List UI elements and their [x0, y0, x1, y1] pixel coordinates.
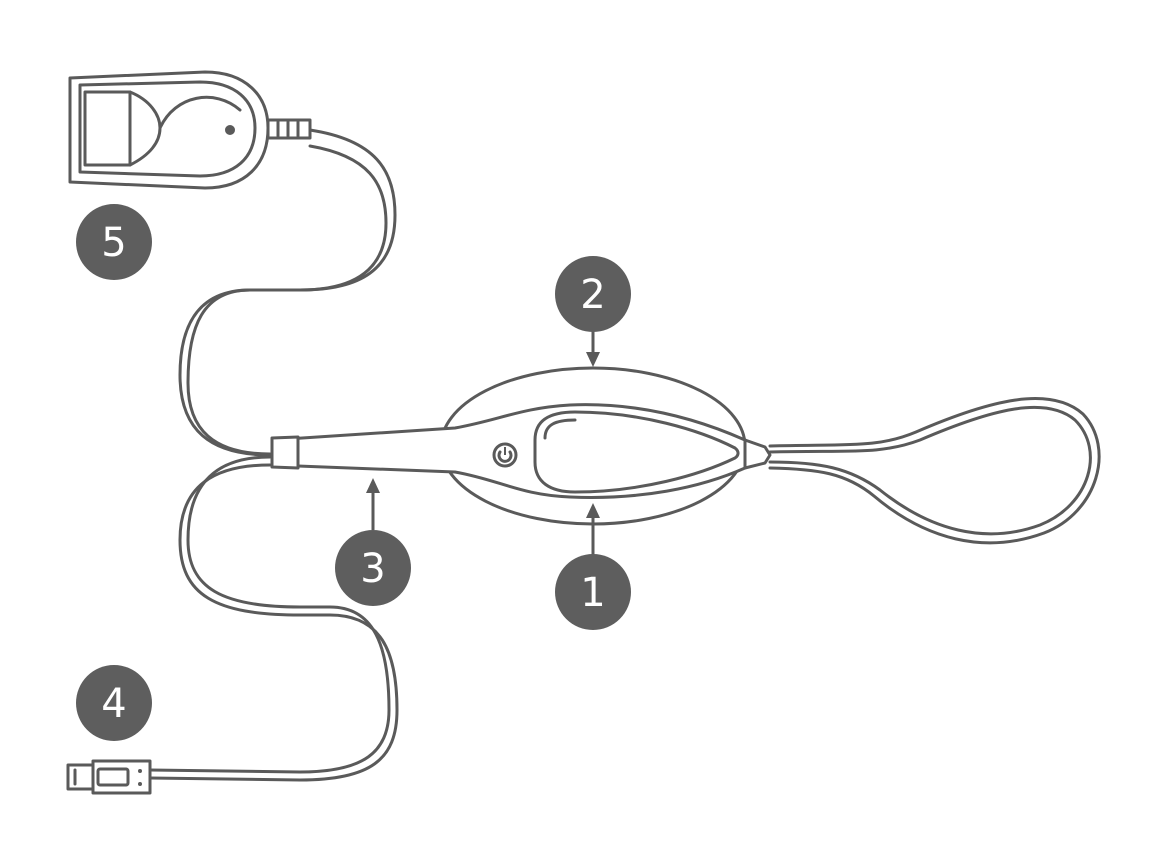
callout-2: 2: [555, 256, 631, 332]
cable-to-usb: [148, 455, 399, 782]
callout-arrow-3: [366, 478, 380, 530]
callout-1: 1: [555, 554, 631, 630]
callout-5: 5: [76, 204, 152, 280]
svg-text:2: 2: [580, 272, 605, 318]
callout-3: 3: [335, 530, 411, 606]
cable-loop: [768, 397, 1101, 545]
callout-arrow-1: [586, 503, 600, 555]
svg-text:5: 5: [101, 220, 126, 266]
handheld-scanner: [270, 403, 772, 499]
svg-text:3: 3: [360, 546, 385, 592]
svg-text:4: 4: [101, 681, 126, 727]
svg-text:1: 1: [580, 570, 605, 616]
callout-4: 4: [76, 665, 152, 741]
cable-to-dock: [178, 128, 397, 457]
power-icon: [492, 442, 518, 468]
dock-base: [68, 70, 312, 190]
usb-connector: [66, 759, 152, 795]
